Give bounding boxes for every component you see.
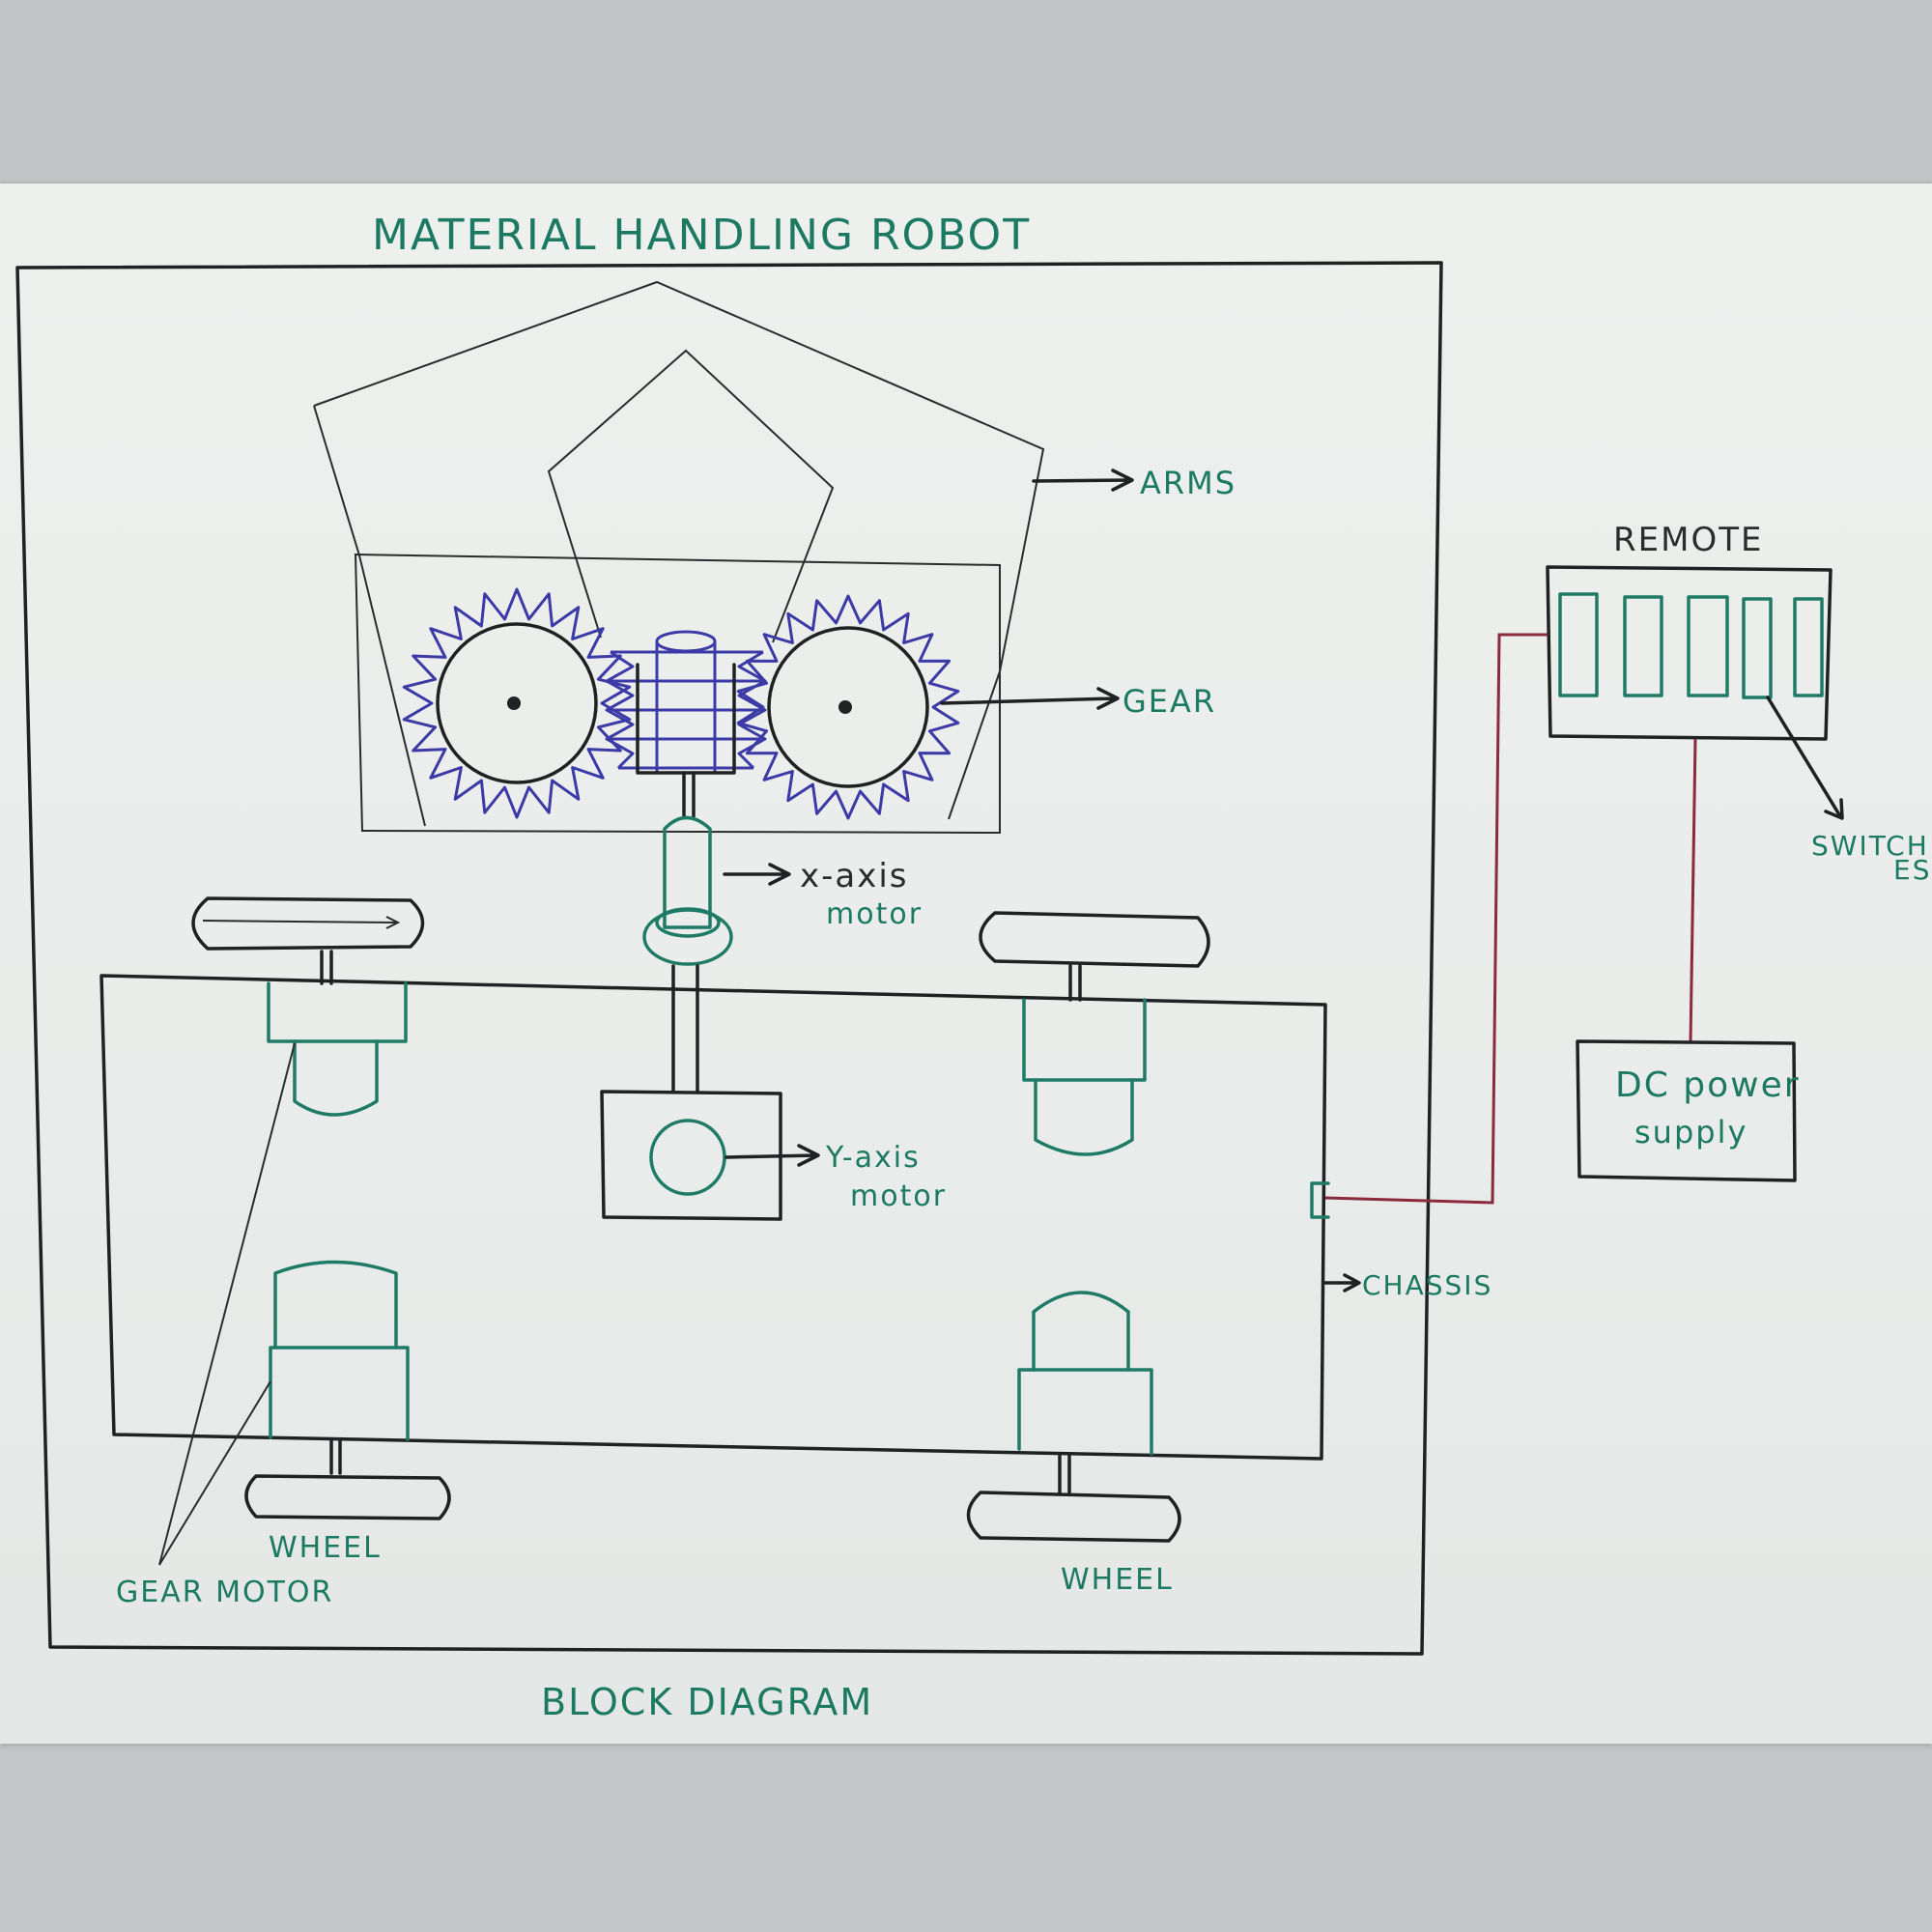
arms-inner [547,349,835,643]
gear-left [402,587,632,819]
diagram-title: MATERIAL HANDLING ROBOT [372,211,1031,260]
gear-motor-top-right [1022,998,1147,1156]
arms-outer [313,280,1045,672]
chassis-label: CHASSIS [1362,1269,1492,1301]
wheel-left-label: WHEEL [269,1531,382,1565]
gear-left-teeth [402,587,632,819]
switches-label: SWITCH [1811,830,1929,862]
gear-motor-bottom-left [269,1260,410,1441]
background-top [0,0,1932,184]
switches-label-2: ES [1893,854,1931,886]
chassis-connector [1310,1181,1330,1219]
gear-right-teeth [736,594,960,820]
wheel-bottom-right [966,1452,1181,1543]
arms-arrow [1032,469,1134,492]
y-axis-motor-label: motor [850,1179,947,1213]
y-axis-motor [649,1119,726,1196]
y-axis-arrow [724,1144,820,1167]
chassis [99,974,1327,1461]
gear-housing [354,553,1001,835]
remote-title: REMOTE [1613,521,1763,559]
gear-motor-bottom-right [1017,1291,1153,1456]
wheel-bottom-left [244,1437,451,1520]
gear-motor-pointers [158,1042,296,1566]
chassis-arrow [1323,1273,1361,1293]
dc-power-label-2: supply [1634,1114,1747,1151]
remote-power-wire [1689,738,1697,1044]
gear-left-hub [507,696,521,710]
y-axis-motor-box [600,1090,782,1221]
arms-outer-left [313,405,426,827]
gear-right [736,594,960,820]
remote-switches [1558,592,1824,699]
dc-power-box [1576,1039,1797,1182]
gear-right-hub [838,700,852,714]
arms-outer-right [948,670,1001,820]
background-bottom [0,1739,1932,1932]
wheel-right-label: WHEEL [1061,1563,1174,1597]
gear-shaft [682,771,696,818]
arms-label: ARMS [1140,465,1236,501]
diagram-caption: BLOCK DIAGRAM [541,1681,873,1723]
worm-gear [605,630,767,775]
x-axis-motor-label: motor [826,897,923,931]
wheel-top-right [979,911,1210,1002]
gear-motor-top-left [267,981,408,1117]
switches-arrow [1766,696,1844,820]
x-axis-arrow [723,863,791,886]
x-axis-motor [642,815,733,966]
gear-arrow [940,687,1120,710]
remote-box [1546,565,1833,741]
outer-frame [15,261,1443,1656]
y-axis-label: Y-axis [825,1141,921,1175]
y-shaft [671,964,699,1094]
x-axis-label: x-axis [800,857,909,895]
gears [402,587,960,820]
wheel-top-left [191,896,425,985]
gear-motor-label: GEAR MOTOR [116,1576,333,1609]
dc-power-label: DC power [1615,1065,1801,1105]
chassis-remote-wire [1324,633,1548,1205]
gear-label: GEAR [1122,683,1216,720]
